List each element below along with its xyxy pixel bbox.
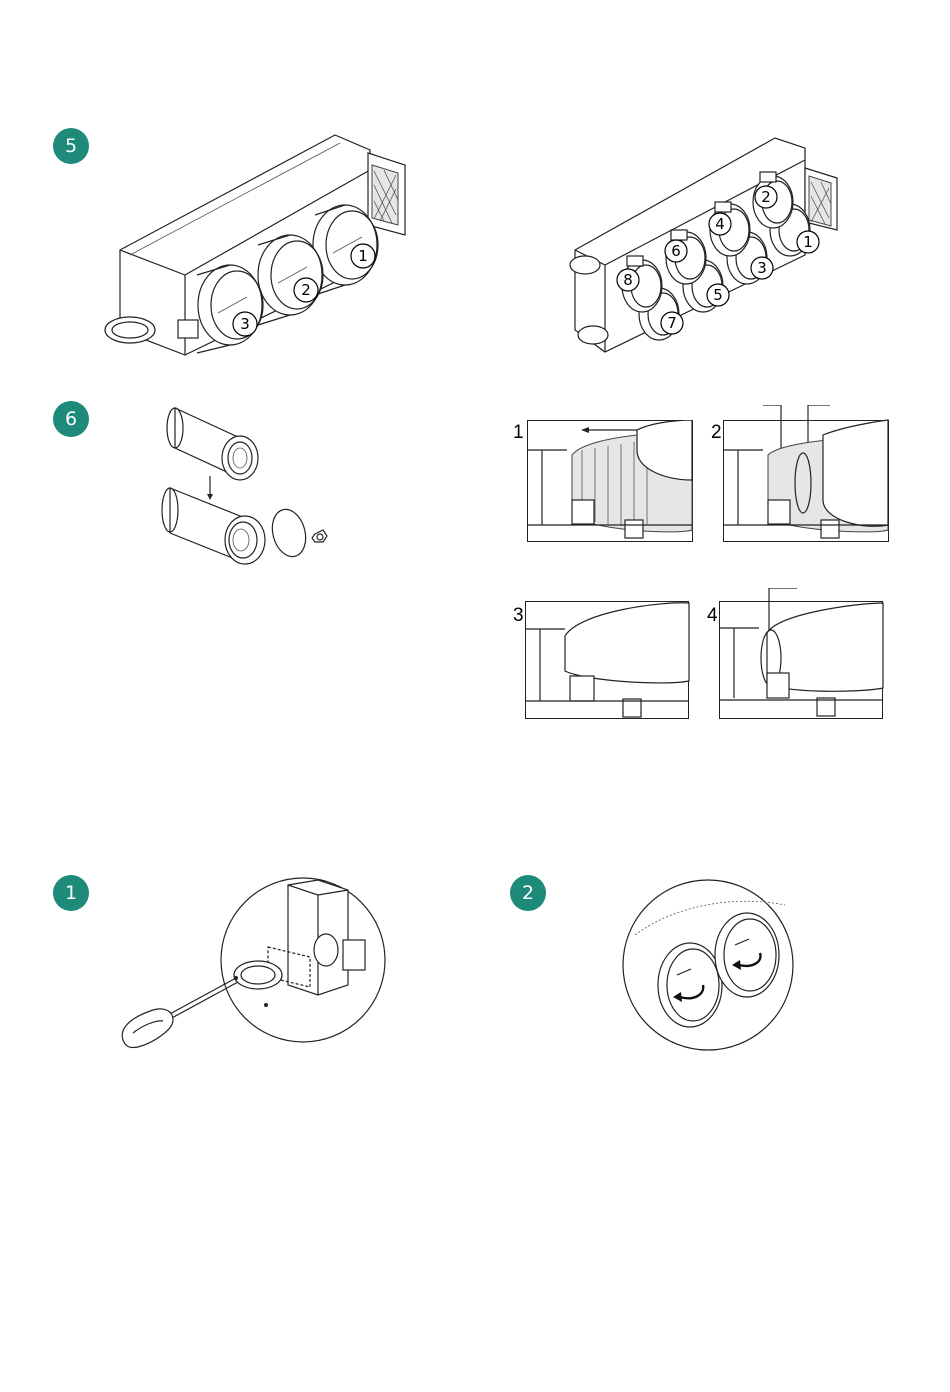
panel-2-illustration (723, 405, 891, 545)
outlet-callout-2: 2 (755, 186, 777, 208)
svg-text:8: 8 (623, 271, 633, 289)
panel-3-illustration (525, 601, 691, 721)
damper-rotation-illustration (615, 875, 800, 1055)
svg-text:1: 1 (803, 233, 813, 251)
flexible-duct-illustration (155, 398, 355, 568)
step-5-badge: 5 (53, 128, 89, 164)
step-1-badge: 1 (53, 875, 89, 911)
svg-text:1: 1 (358, 247, 368, 265)
outlet-callout-3: 3 (233, 312, 257, 336)
svg-text:3: 3 (757, 259, 767, 277)
svg-text:5: 5 (713, 286, 723, 304)
panel-label-2: 2 (711, 422, 722, 444)
outlet-callout-5: 5 (707, 284, 729, 306)
screwdriver-end-plate-illustration (118, 875, 388, 1055)
svg-text:2: 2 (301, 281, 311, 299)
svg-text:3: 3 (240, 315, 250, 333)
outlet-callout-7: 7 (661, 312, 683, 334)
svg-text:7: 7 (667, 314, 677, 332)
outlet-callout-2: 2 (294, 278, 318, 302)
outlet-callout-8: 8 (617, 269, 639, 291)
panel-1-illustration (527, 420, 693, 542)
svg-text:2: 2 (761, 188, 771, 206)
step-6-badge: 6 (53, 401, 89, 437)
panel-label-1: 1 (513, 422, 524, 444)
plenum-8-callouts: 1 2 3 4 5 6 7 8 (610, 180, 830, 340)
outlet-callout-3: 3 (751, 257, 773, 279)
outlet-callout-1: 1 (797, 231, 819, 253)
panel-4-illustration (719, 588, 885, 721)
plenum-3-callouts: 1 2 3 (200, 235, 400, 345)
svg-text:6: 6 (671, 242, 681, 260)
step-2-badge: 2 (510, 875, 546, 911)
panel-label-4: 4 (707, 605, 718, 627)
panel-label-3: 3 (513, 605, 524, 627)
svg-text:4: 4 (715, 215, 725, 233)
outlet-callout-1: 1 (351, 244, 375, 268)
outlet-callout-6: 6 (665, 240, 687, 262)
outlet-callout-4: 4 (709, 213, 731, 235)
